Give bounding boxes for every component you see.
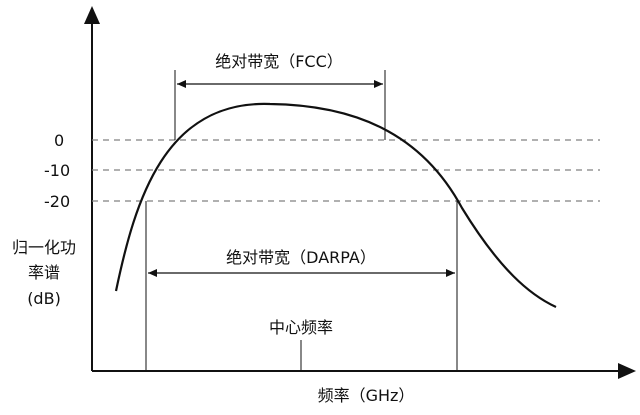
darpa-bandwidth-label: 绝对带宽（DARPA） xyxy=(226,248,376,267)
y-axis-label-line-3: (dB) xyxy=(27,289,61,308)
level-label-0: 0 xyxy=(54,131,64,150)
y-axis-arrowhead xyxy=(84,6,100,24)
y-axis-label-line-1: 归一化功 xyxy=(12,238,76,257)
level-label-minus-20: -20 xyxy=(44,192,70,211)
y-axis-label-line-2: 率谱 xyxy=(28,263,60,282)
x-axis-label: 频率（GHz） xyxy=(318,386,415,405)
level-label-minus-10: -10 xyxy=(44,161,70,180)
power-spectrum-curve xyxy=(114,102,557,308)
x-axis-arrowhead xyxy=(618,363,636,379)
fcc-bandwidth-label: 绝对带宽（FCC） xyxy=(215,52,343,71)
center-frequency-label: 中心频率 xyxy=(269,318,333,337)
